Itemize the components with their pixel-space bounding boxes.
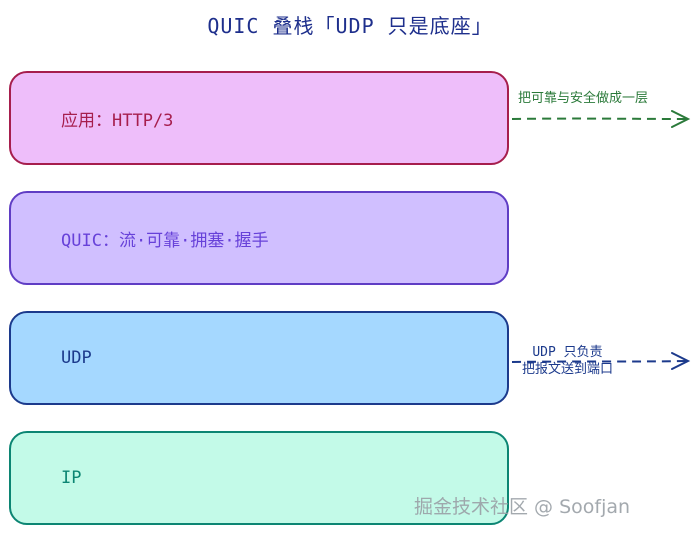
layer-application-label: 应用：HTTP/3 — [61, 110, 174, 131]
udp-note-line-1: UDP 只负责 — [532, 345, 603, 360]
layer-udp: UDP — [9, 311, 509, 405]
udp-note: UDP 只负责 把报文送到端口 — [522, 344, 613, 378]
udp-note-arrow — [511, 352, 691, 370]
layer-application: 应用：HTTP/3 — [9, 71, 509, 165]
app-note: 把可靠与安全做成一层 — [518, 91, 649, 106]
layer-udp-label: UDP — [61, 348, 92, 368]
layer-quic: QUIC：流·可靠·拥塞·握手 — [9, 191, 509, 285]
udp-note-line-2: 把报文送到端口 — [522, 362, 614, 377]
diagram-title: QUIC 叠栈「UDP 只是底座」 — [207, 14, 493, 38]
layer-quic-label: QUIC：流·可靠·拥塞·握手 — [61, 230, 269, 251]
app-note-arrow — [511, 110, 691, 128]
layer-ip-label: IP — [61, 468, 82, 488]
layer-ip: IP — [9, 431, 509, 525]
watermark: 掘金技术社区 @ Soofjan — [414, 496, 631, 518]
